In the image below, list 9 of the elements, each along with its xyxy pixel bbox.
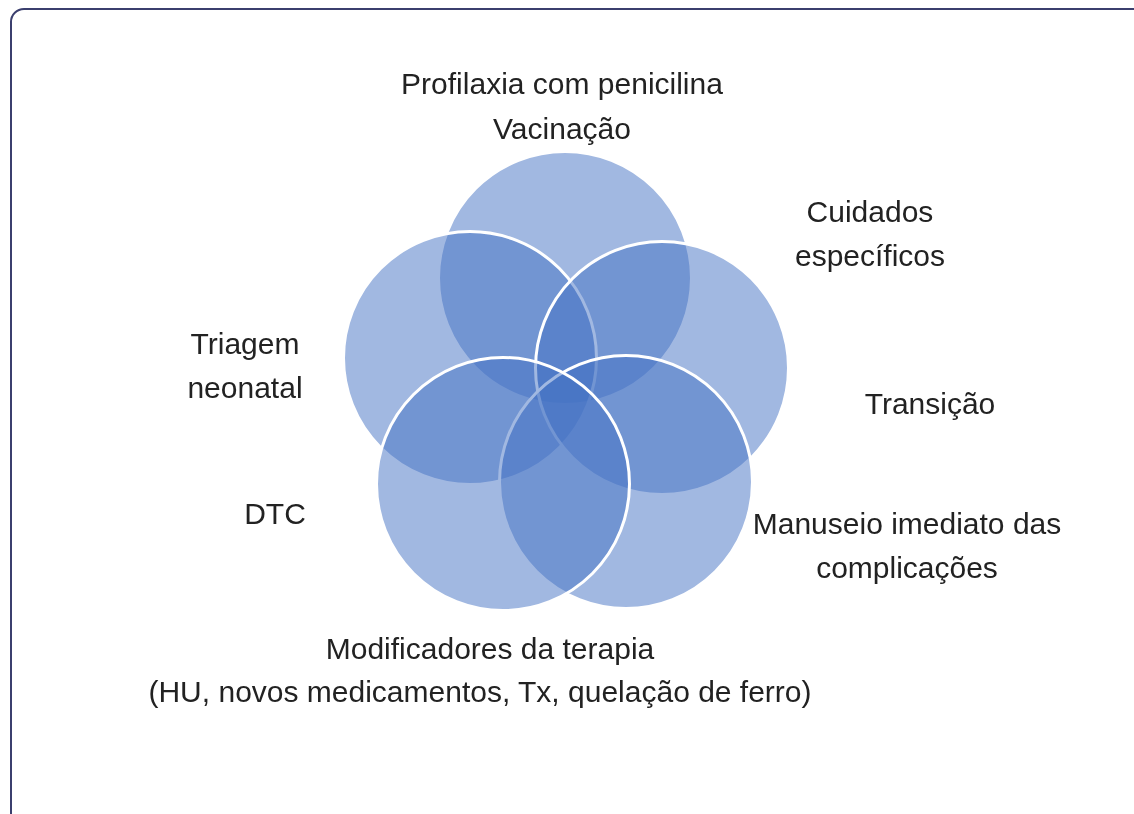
label-text: (HU, novos medicamentos, Tx, quelação de ferro) xyxy=(147,674,813,710)
label-text: DTC xyxy=(243,496,307,532)
label-text: Modificadores da terapia xyxy=(324,631,656,667)
label-text: Profilaxia com penicilina xyxy=(400,66,724,102)
label-text: Vacinação xyxy=(492,111,632,147)
label-text: Manuseio imediato das complicações xyxy=(752,506,1062,586)
label-text: Transição xyxy=(863,386,997,422)
label-text: Triagem neonatal xyxy=(186,326,304,406)
label-text: Cuidados específicos xyxy=(793,194,947,274)
